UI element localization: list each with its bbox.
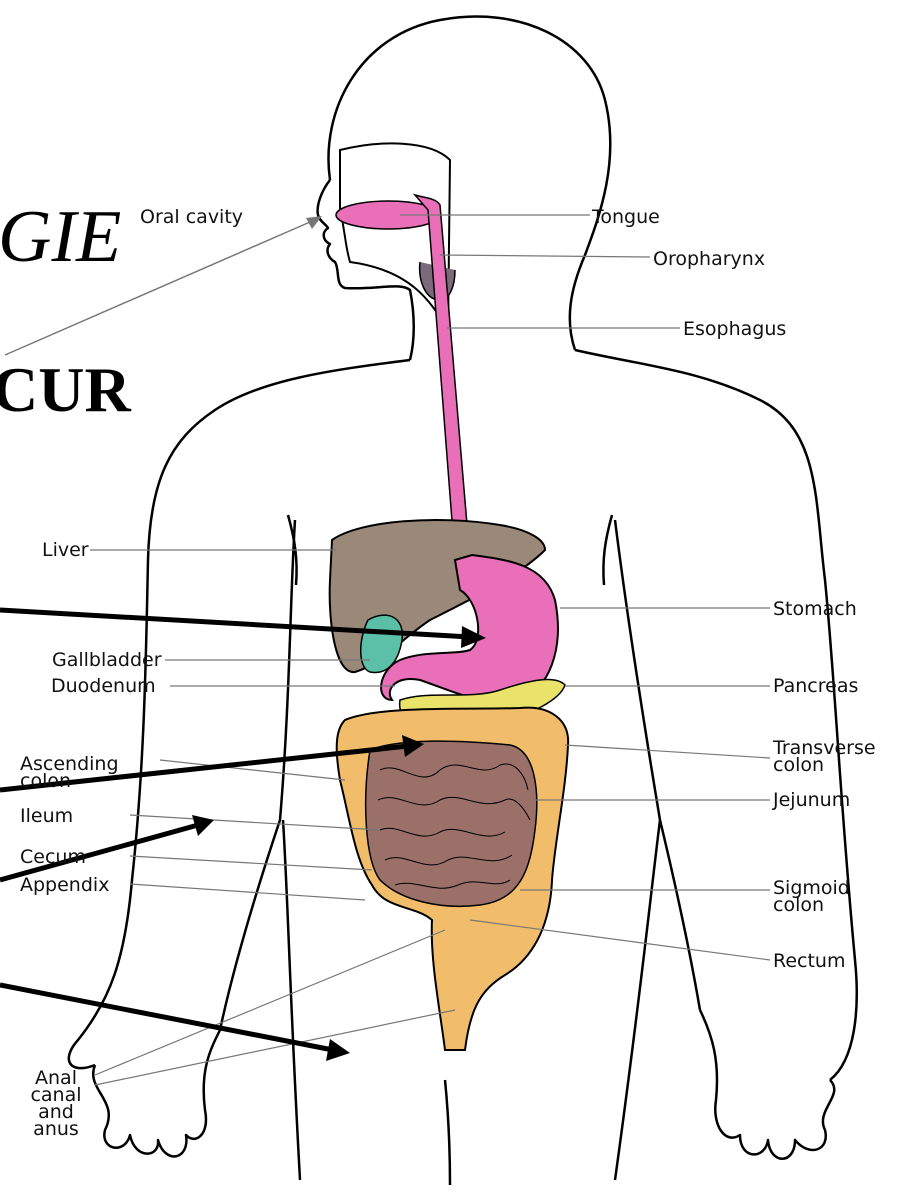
- label-gallbladder: Gallbladder: [52, 651, 162, 670]
- label-cecum: Cecum: [20, 848, 86, 867]
- label-transverse-colon: Transverse colon: [773, 740, 876, 774]
- label-jejunum: Jejunum: [773, 791, 850, 810]
- label-esophagus: Esophagus: [683, 320, 786, 339]
- label-rectum: Rectum: [773, 952, 845, 971]
- label-tongue: Tongue: [592, 208, 660, 227]
- label-appendix: Appendix: [20, 876, 109, 895]
- label-pancreas: Pancreas: [773, 677, 858, 696]
- label-anal-canal: Anal canal and anus: [28, 1070, 84, 1138]
- label-oropharynx: Oropharynx: [653, 250, 765, 269]
- label-oral-cavity: Oral cavity: [140, 208, 243, 227]
- label-ascending-colon: Ascending colon: [20, 756, 119, 790]
- heading-top-fragment: GIE: [0, 200, 121, 274]
- small-intestine-shape: [366, 741, 537, 906]
- label-liver: Liver: [42, 541, 89, 560]
- label-stomach: Stomach: [773, 600, 857, 619]
- label-duodenum: Duodenum: [51, 677, 156, 696]
- heading-bottom-fragment: CUR: [0, 358, 131, 422]
- leader-lines: [90, 215, 770, 1085]
- label-ileum: Ileum: [20, 807, 73, 826]
- label-sigmoid-colon: Sigmoid colon: [773, 880, 850, 914]
